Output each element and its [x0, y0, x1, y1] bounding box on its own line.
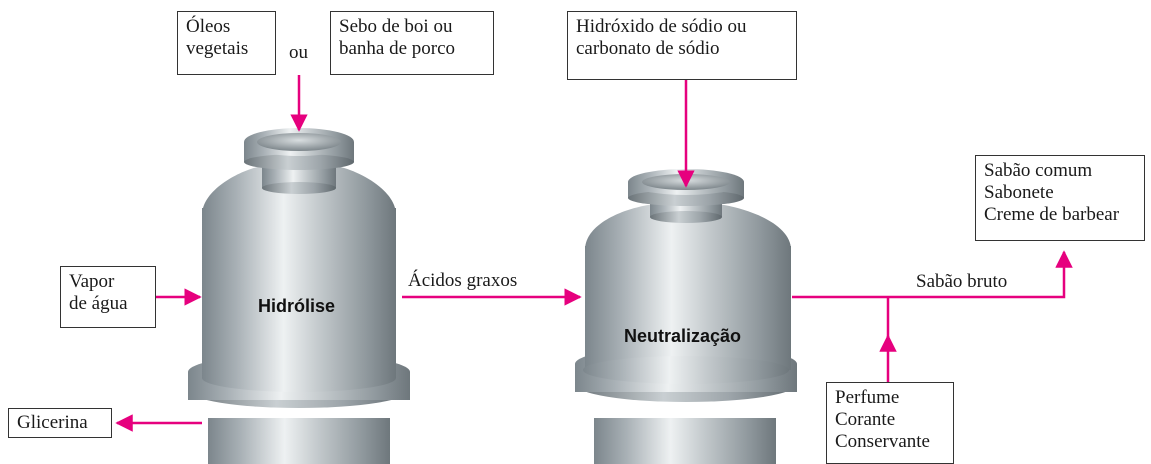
or-label: ou [289, 42, 308, 63]
products-box: Sabão comum Sabonete Creme de barbear [975, 155, 1145, 241]
crude-soap-label: Sabão bruto [916, 271, 1008, 292]
oils-box: Óleos vegetais [177, 11, 276, 75]
hydrolysis-label: Hidrólise [258, 296, 336, 316]
neutralization-tank [575, 169, 797, 464]
glycerin-box: Glicerina [8, 408, 112, 438]
fatty-acids-label: Ácidos graxos [408, 270, 518, 291]
neutralization-label: Neutralização [624, 326, 742, 346]
base-box: Hidróxido de sódio ou carbonato de sódio [567, 11, 797, 80]
crude-soap-line [792, 250, 1073, 299]
additives-box: Perfume Corante Conservante [826, 382, 954, 464]
steam-box: Vapor de água [60, 266, 156, 328]
hydrolysis-tank [188, 128, 410, 464]
tallow-box: Sebo de boi ou banha de porco [330, 11, 494, 75]
